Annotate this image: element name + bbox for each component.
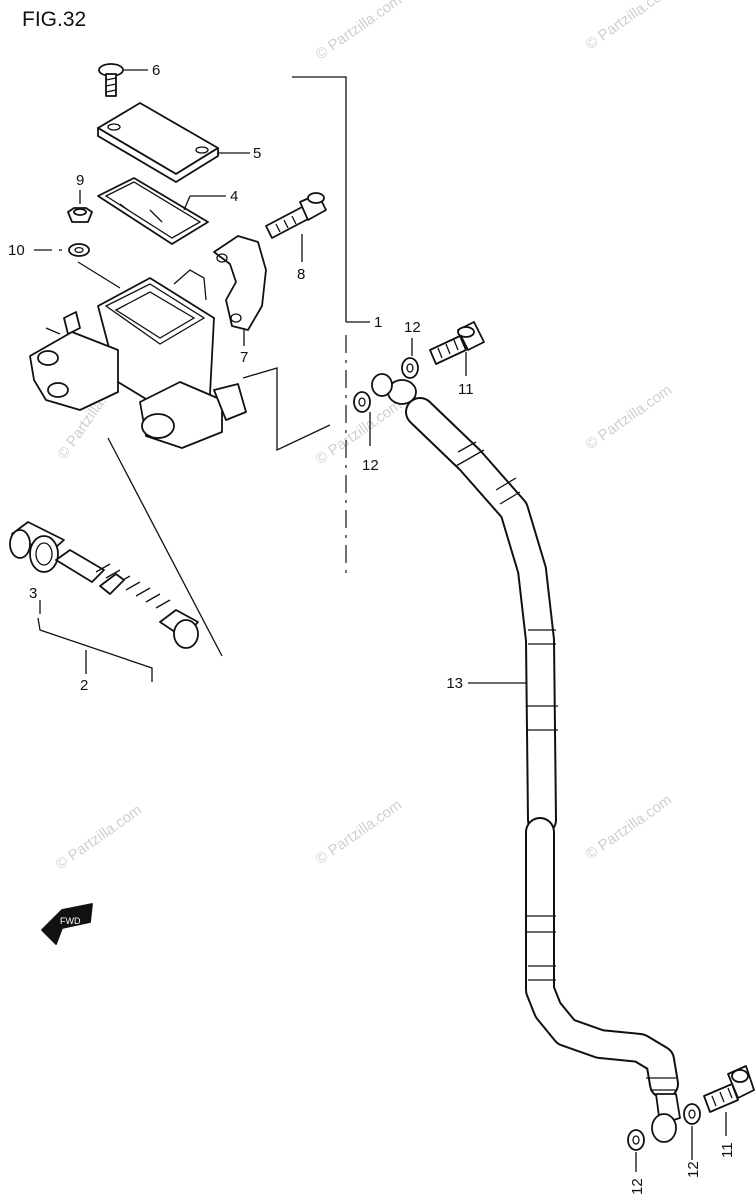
master-cylinder-body: [29, 269, 247, 449]
callout-10: 10: [8, 242, 25, 259]
callout-12: 12: [404, 319, 421, 336]
figure-title: FIG.32: [22, 8, 86, 31]
callout-13: 13: [446, 675, 463, 692]
diaphragm-part-4: [97, 177, 226, 245]
bolt-part-8: [265, 192, 327, 262]
union-bolt-part-11: [429, 321, 755, 1136]
callout-7: 7: [240, 349, 248, 366]
callout-12: 12: [629, 1178, 646, 1195]
assembly-bracket: [242, 76, 370, 575]
watermark: © Partzilla.com: [313, 0, 406, 63]
watermark: © Partzilla.com: [313, 796, 406, 868]
callout-11: 11: [719, 1142, 736, 1158]
washer-part-12: [353, 338, 701, 1172]
explode-line-piston: [107, 437, 223, 657]
callout-12: 12: [362, 457, 379, 474]
callout-1: 1: [374, 314, 382, 331]
fwd-label: FWD: [60, 916, 81, 926]
piston-kit-part-2-3: [9, 521, 199, 682]
callout-11: 11: [458, 381, 474, 398]
callout-4: 4: [230, 188, 238, 205]
callout-9: 9: [76, 172, 84, 189]
callout-12: 12: [685, 1161, 702, 1178]
callout-8: 8: [297, 266, 305, 283]
callout-labels: 1 2 3 4 5 6 7 8 9 10 11 12 12 13 12 12 1…: [8, 62, 736, 1195]
watermark: © Partzilla.com: [583, 0, 676, 53]
watermark: © Partzilla.com: [53, 801, 146, 873]
clamp-part-7: [213, 235, 267, 346]
boot-part-9: [67, 190, 93, 223]
callout-6: 6: [152, 62, 160, 79]
callout-5: 5: [253, 145, 261, 162]
callout-2: 2: [80, 677, 88, 694]
fwd-arrow-icon: FWD: [41, 903, 93, 945]
callout-3: 3: [29, 585, 37, 602]
watermark: © Partzilla.com: [583, 791, 676, 863]
watermark: © Partzilla.com: [583, 381, 676, 453]
reservoir-cap-part-5: [97, 102, 250, 183]
brake-hose-part-13: [387, 379, 681, 1143]
washer-part-10: [34, 243, 121, 289]
screw-part-6: [98, 63, 148, 97]
